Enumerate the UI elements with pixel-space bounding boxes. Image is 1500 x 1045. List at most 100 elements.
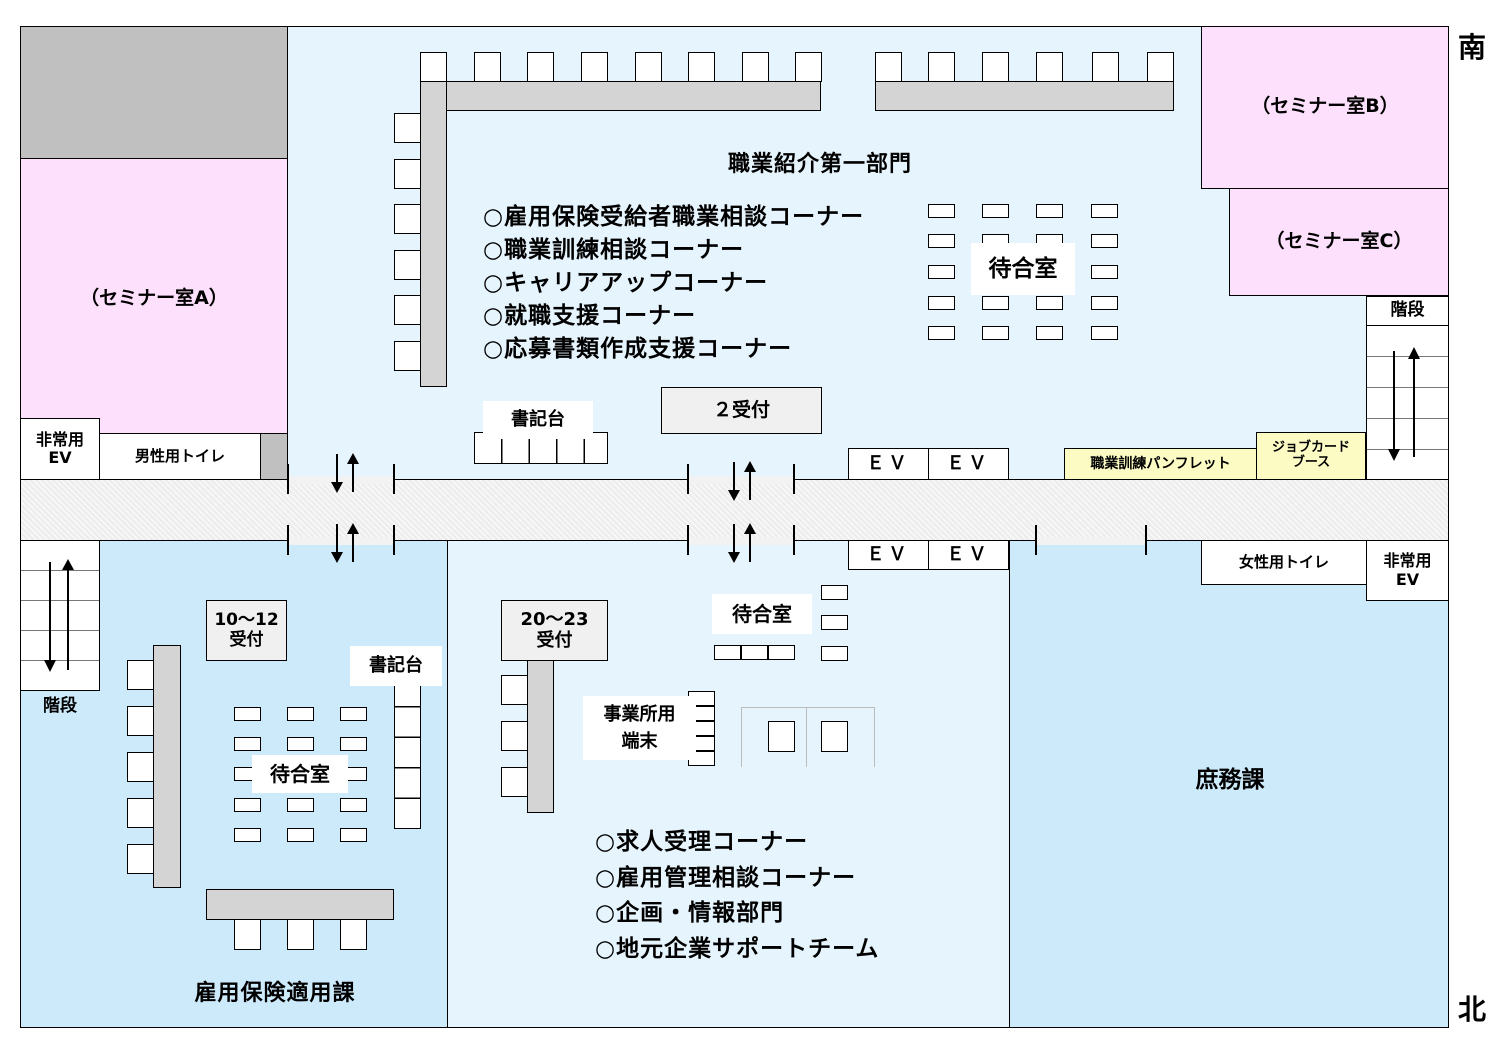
stairs-west-arrows-icon	[44, 559, 74, 672]
stairs-east	[1366, 325, 1449, 480]
chair	[928, 52, 955, 82]
middle-list-item: ○企画・情報部門	[595, 900, 785, 926]
accounts-section-title: 庶務課	[1195, 766, 1265, 793]
south-waiting-room: 待合室	[971, 243, 1075, 295]
seat	[821, 646, 848, 661]
chair	[474, 52, 501, 82]
seat	[340, 707, 367, 721]
seat	[928, 204, 955, 218]
doorway-east-north	[1037, 537, 1145, 545]
south-list-item: ○雇用保険受給者職業相談コーナー	[483, 204, 865, 230]
writing-desk-west	[394, 676, 421, 829]
doorway-mid-north	[689, 537, 793, 545]
seat	[340, 828, 367, 842]
chair	[394, 295, 421, 325]
seat	[234, 737, 261, 751]
seat	[821, 615, 848, 630]
seat	[1036, 204, 1063, 218]
chair	[127, 660, 154, 690]
counter-middle-vertical	[527, 660, 554, 813]
chair	[420, 52, 447, 82]
ev-south-1: ＥＶ	[848, 448, 929, 480]
chair	[1147, 52, 1174, 82]
chair	[394, 113, 421, 143]
stairs-east-arrows-icon	[1388, 347, 1420, 461]
middle-list-item: ○求人受理コーナー	[595, 829, 809, 855]
west-section-title: 雇用保険適用課	[194, 981, 356, 1007]
booth-seat	[821, 721, 848, 752]
chair	[127, 798, 154, 828]
seat	[714, 645, 741, 660]
door-arrows-icon	[331, 523, 359, 563]
seat	[982, 204, 1009, 218]
seat	[928, 265, 955, 279]
chair	[501, 767, 528, 797]
chair	[394, 341, 421, 371]
wall-tick	[393, 464, 395, 494]
middle-list-item: ○雇用管理相談コーナー	[595, 864, 857, 891]
training-pamphlet: 職業訓練パンフレット	[1064, 448, 1257, 480]
chair	[1092, 52, 1119, 82]
womens-toilet: 女性用トイレ	[1201, 540, 1367, 585]
chair	[742, 52, 769, 82]
doorway-west-north	[289, 537, 393, 545]
business-terminal: 事業所用 端末	[583, 696, 696, 760]
south-list-item: ○職業訓練相談コーナー	[483, 237, 745, 263]
chair	[127, 706, 154, 736]
middle-list-item: ○地元企業サポートチーム	[595, 935, 880, 962]
door-arrows-icon	[728, 461, 756, 501]
wall-tick	[687, 525, 689, 555]
seat	[1091, 296, 1118, 310]
seat	[1036, 296, 1063, 310]
chair	[340, 919, 367, 950]
south-section-title: 職業紹介第一部門	[727, 152, 912, 178]
south-section-list: ○雇用保険受給者職業相談コーナー ○職業訓練相談コーナー ○キャリアアップコーナ…	[483, 201, 864, 366]
door-arrows-icon	[728, 523, 756, 563]
wall-tick	[287, 464, 289, 494]
seat	[287, 707, 314, 721]
chair	[527, 52, 554, 82]
chair	[1036, 52, 1063, 82]
seat	[287, 798, 314, 812]
mens-toilet: 男性用トイレ	[99, 433, 261, 480]
chair	[287, 919, 314, 950]
stairs-east-label: 階段	[1366, 296, 1449, 326]
counter-l-vertical	[420, 81, 447, 387]
chair	[234, 919, 261, 950]
seat	[741, 645, 768, 660]
reception-20-23: 20～23 受付	[501, 600, 608, 661]
seminar-room-b: （セミナー室B）	[1201, 26, 1449, 189]
seat	[1091, 326, 1118, 340]
seat	[340, 798, 367, 812]
west-waiting-room: 待合室	[252, 755, 348, 793]
reception-10-12: 10～12 受付	[206, 600, 287, 661]
south-list-item: ○キャリアアップコーナー	[483, 270, 769, 296]
seat	[821, 585, 848, 600]
chair	[982, 52, 1009, 82]
wall-tick	[287, 525, 289, 555]
chair	[688, 52, 715, 82]
seat	[234, 707, 261, 721]
counter-west-vertical	[153, 645, 181, 888]
chair	[394, 250, 421, 280]
toilet-utility	[260, 433, 288, 480]
chair	[127, 844, 154, 874]
seat	[1091, 234, 1118, 248]
seminar-room-c-label: （セミナー室C）	[1265, 230, 1413, 253]
seminar-room-a: （セミナー室A）	[20, 158, 288, 434]
counter-l-horizontal	[420, 81, 821, 111]
seat	[1091, 265, 1118, 279]
middle-section-list: ○求人受理コーナー ○雇用管理相談コーナー ○企画・情報部門 ○地元企業サポート…	[595, 825, 879, 967]
chair	[501, 721, 528, 751]
chair	[581, 52, 608, 82]
wall-tick	[1035, 525, 1037, 555]
seat	[287, 828, 314, 842]
storage-room	[20, 26, 288, 159]
accounts-area	[1009, 540, 1449, 1028]
seat	[768, 645, 795, 660]
compass-south: 南	[1457, 30, 1486, 64]
seat	[928, 326, 955, 340]
seat	[234, 828, 261, 842]
booth-seat	[768, 721, 795, 752]
emergency-ev-east: 非常用 EV	[1366, 540, 1449, 601]
